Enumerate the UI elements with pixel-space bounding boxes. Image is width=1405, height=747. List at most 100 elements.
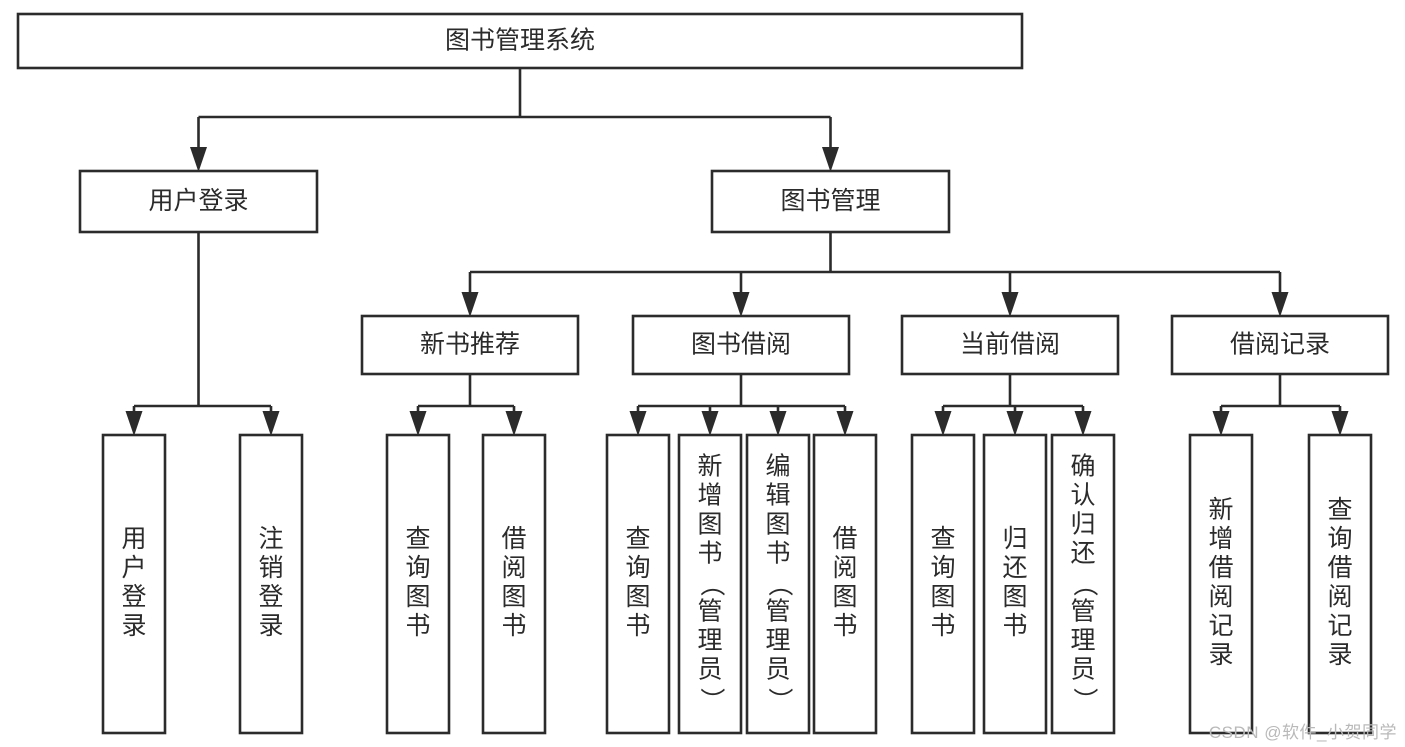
node-label-leaf_c_confirm-char-4: （ bbox=[1070, 571, 1098, 596]
arrowhead-leaf_r_add bbox=[1212, 411, 1230, 436]
node-leaf_c_return[interactable]: 归还图书归还图书 bbox=[982, 433, 1048, 735]
node-label-leaf_new_query-char-1: 询 bbox=[405, 554, 430, 582]
node-leaf_user_login[interactable]: 用户登录用户登录 bbox=[101, 433, 167, 735]
node-label-leaf_b_loan-char-0: 借 bbox=[832, 525, 857, 553]
node-leaf_new_borrow[interactable]: 借阅图书借阅图书 bbox=[481, 433, 547, 735]
node-l2_record[interactable]: 借阅记录 bbox=[1170, 314, 1390, 376]
node-label-leaf_b_add-char-4: （ bbox=[697, 571, 725, 596]
node-box-leaf_b_edit bbox=[745, 433, 811, 735]
node-leaf_b_loan[interactable]: 借阅图书借阅图书 bbox=[812, 433, 878, 735]
node-label-leaf_r_add-char-5: 录 bbox=[1208, 641, 1233, 669]
node-label-leaf_r_add-char-2: 借 bbox=[1208, 554, 1233, 582]
arrowhead-leaf_b_query bbox=[629, 411, 647, 436]
arrowhead-l1_book bbox=[822, 147, 839, 172]
arrowhead-leaf_c_confirm bbox=[1074, 411, 1092, 436]
node-label-leaf_new_borrow-char-1: 阅 bbox=[501, 554, 526, 582]
node-label-leaf_r_add-char-3: 阅 bbox=[1208, 583, 1233, 611]
node-box-leaf_new_query bbox=[385, 433, 451, 735]
node-leaf_b_query[interactable]: 查询图书查询图书 bbox=[605, 433, 671, 735]
node-label-leaf_b_edit-char-4: （ bbox=[765, 571, 793, 596]
node-label-leaf_new_query-char-0: 查 bbox=[405, 525, 430, 553]
node-l2_new[interactable]: 新书推荐 bbox=[360, 314, 580, 376]
node-label-leaf_c_confirm-char-7: 员 bbox=[1070, 656, 1095, 684]
arrowhead-l2_new bbox=[461, 292, 479, 317]
node-label-leaf_b_add-char-5: 管 bbox=[697, 598, 722, 626]
node-label-l2_record: 借阅记录 bbox=[1230, 331, 1330, 359]
node-l2_borrow[interactable]: 图书借阅 bbox=[631, 314, 851, 376]
node-box-leaf_b_add bbox=[677, 433, 743, 735]
node-label-leaf_b_query-char-1: 询 bbox=[625, 554, 650, 582]
node-label-leaf_new_query-char-3: 书 bbox=[405, 612, 430, 640]
node-label-leaf_b_edit-char-7: 员 bbox=[765, 656, 790, 684]
node-label-l1_book: 图书管理 bbox=[780, 187, 880, 215]
node-label-leaf_user_login-char-0: 用 bbox=[121, 525, 146, 553]
node-box-l2_current bbox=[900, 314, 1120, 376]
node-label-leaf_b_edit-char-2: 图 bbox=[765, 511, 790, 539]
node-label-l2_borrow: 图书借阅 bbox=[691, 331, 791, 359]
node-leaf_c_query[interactable]: 查询图书查询图书 bbox=[910, 433, 976, 735]
node-box-l2_borrow bbox=[631, 314, 851, 376]
node-label-leaf_r_query-char-2: 借 bbox=[1327, 554, 1352, 582]
arrowhead-l1_login bbox=[190, 147, 207, 172]
node-label-leaf_b_query-char-3: 书 bbox=[625, 612, 650, 640]
arrowhead-leaf_b_add bbox=[701, 411, 719, 436]
node-label-leaf_r_query-char-3: 阅 bbox=[1327, 583, 1352, 611]
node-label-leaf_r_add-char-4: 记 bbox=[1208, 612, 1233, 640]
node-label-leaf_new_borrow-char-2: 图 bbox=[501, 583, 526, 611]
node-leaf_r_query[interactable]: 查询借阅记录查询借阅记录 bbox=[1307, 433, 1373, 735]
node-label-leaf_c_confirm-char-8: ） bbox=[1070, 687, 1098, 712]
node-box-l2_new bbox=[360, 314, 580, 376]
node-box-leaf_r_query bbox=[1307, 433, 1373, 735]
node-label-leaf_c_confirm-char-1: 认 bbox=[1070, 482, 1095, 510]
node-label-leaf_b_loan-char-3: 书 bbox=[832, 612, 857, 640]
node-box-leaf_user_login bbox=[101, 433, 167, 735]
node-label-l2_current: 当前借阅 bbox=[960, 331, 1060, 359]
arrowhead-leaf_new_borrow bbox=[505, 411, 523, 436]
node-label-leaf_b_add-char-7: 员 bbox=[697, 656, 722, 684]
node-label-leaf_b_edit-char-0: 编 bbox=[765, 453, 790, 481]
node-layer: 图书管理系统用户登录图书管理新书推荐图书借阅当前借阅借阅记录用户登录用户登录注销… bbox=[16, 12, 1390, 735]
node-label-leaf_r_add-char-0: 新 bbox=[1208, 496, 1233, 524]
node-label-leaf_c_query-char-3: 书 bbox=[930, 612, 955, 640]
node-label-leaf_c_confirm-char-0: 确 bbox=[1070, 453, 1095, 481]
node-label-leaf_c_confirm-char-2: 归 bbox=[1070, 511, 1095, 539]
arrowhead-l2_current bbox=[1001, 292, 1019, 317]
node-label-leaf_user_login-char-2: 登 bbox=[121, 583, 146, 611]
node-label-leaf_b_add-char-8: ） bbox=[697, 687, 725, 712]
node-box-l2_record bbox=[1170, 314, 1390, 376]
node-label-leaf_b_query-char-0: 查 bbox=[625, 525, 650, 553]
arrowhead-leaf_r_query bbox=[1331, 411, 1349, 436]
node-leaf_new_query[interactable]: 查询图书查询图书 bbox=[385, 433, 451, 735]
node-box-l1_login bbox=[78, 169, 319, 234]
node-label-leaf_b_edit-char-3: 书 bbox=[765, 540, 790, 568]
node-label-l2_new: 新书推荐 bbox=[420, 331, 520, 359]
node-label-leaf_user_login-char-1: 户 bbox=[121, 554, 146, 582]
node-label-leaf_b_edit-char-8: ） bbox=[765, 687, 793, 712]
arrowhead-l2_record bbox=[1271, 292, 1289, 317]
node-label-leaf_c_return-char-2: 图 bbox=[1002, 583, 1027, 611]
node-label-leaf_c_query-char-2: 图 bbox=[930, 583, 955, 611]
node-l2_current[interactable]: 当前借阅 bbox=[900, 314, 1120, 376]
watermark-label: CSDN @软件_小贺同学 bbox=[1208, 723, 1397, 742]
node-label-leaf_b_edit-char-5: 管 bbox=[765, 598, 790, 626]
node-label-leaf_b_query-char-2: 图 bbox=[625, 583, 650, 611]
node-root[interactable]: 图书管理系统 bbox=[16, 12, 1024, 70]
node-l1_login[interactable]: 用户登录 bbox=[78, 169, 319, 234]
node-label-leaf_c_query-char-0: 查 bbox=[930, 525, 955, 553]
node-box-leaf_c_query bbox=[910, 433, 976, 735]
node-label-leaf_new_borrow-char-3: 书 bbox=[501, 612, 526, 640]
node-box-root bbox=[16, 12, 1024, 70]
node-box-leaf_logout bbox=[238, 433, 304, 735]
node-label-leaf_b_loan-char-1: 阅 bbox=[832, 554, 857, 582]
node-label-leaf_new_query-char-2: 图 bbox=[405, 583, 430, 611]
node-box-leaf_new_borrow bbox=[481, 433, 547, 735]
node-box-leaf_b_query bbox=[605, 433, 671, 735]
node-label-leaf_c_return-char-1: 还 bbox=[1002, 554, 1027, 582]
node-leaf_r_add[interactable]: 新增借阅记录新增借阅记录 bbox=[1188, 433, 1254, 735]
node-leaf_logout[interactable]: 注销登录注销登录 bbox=[238, 433, 304, 735]
node-l1_book[interactable]: 图书管理 bbox=[710, 169, 951, 234]
node-label-leaf_r_add-char-1: 增 bbox=[1208, 525, 1233, 553]
